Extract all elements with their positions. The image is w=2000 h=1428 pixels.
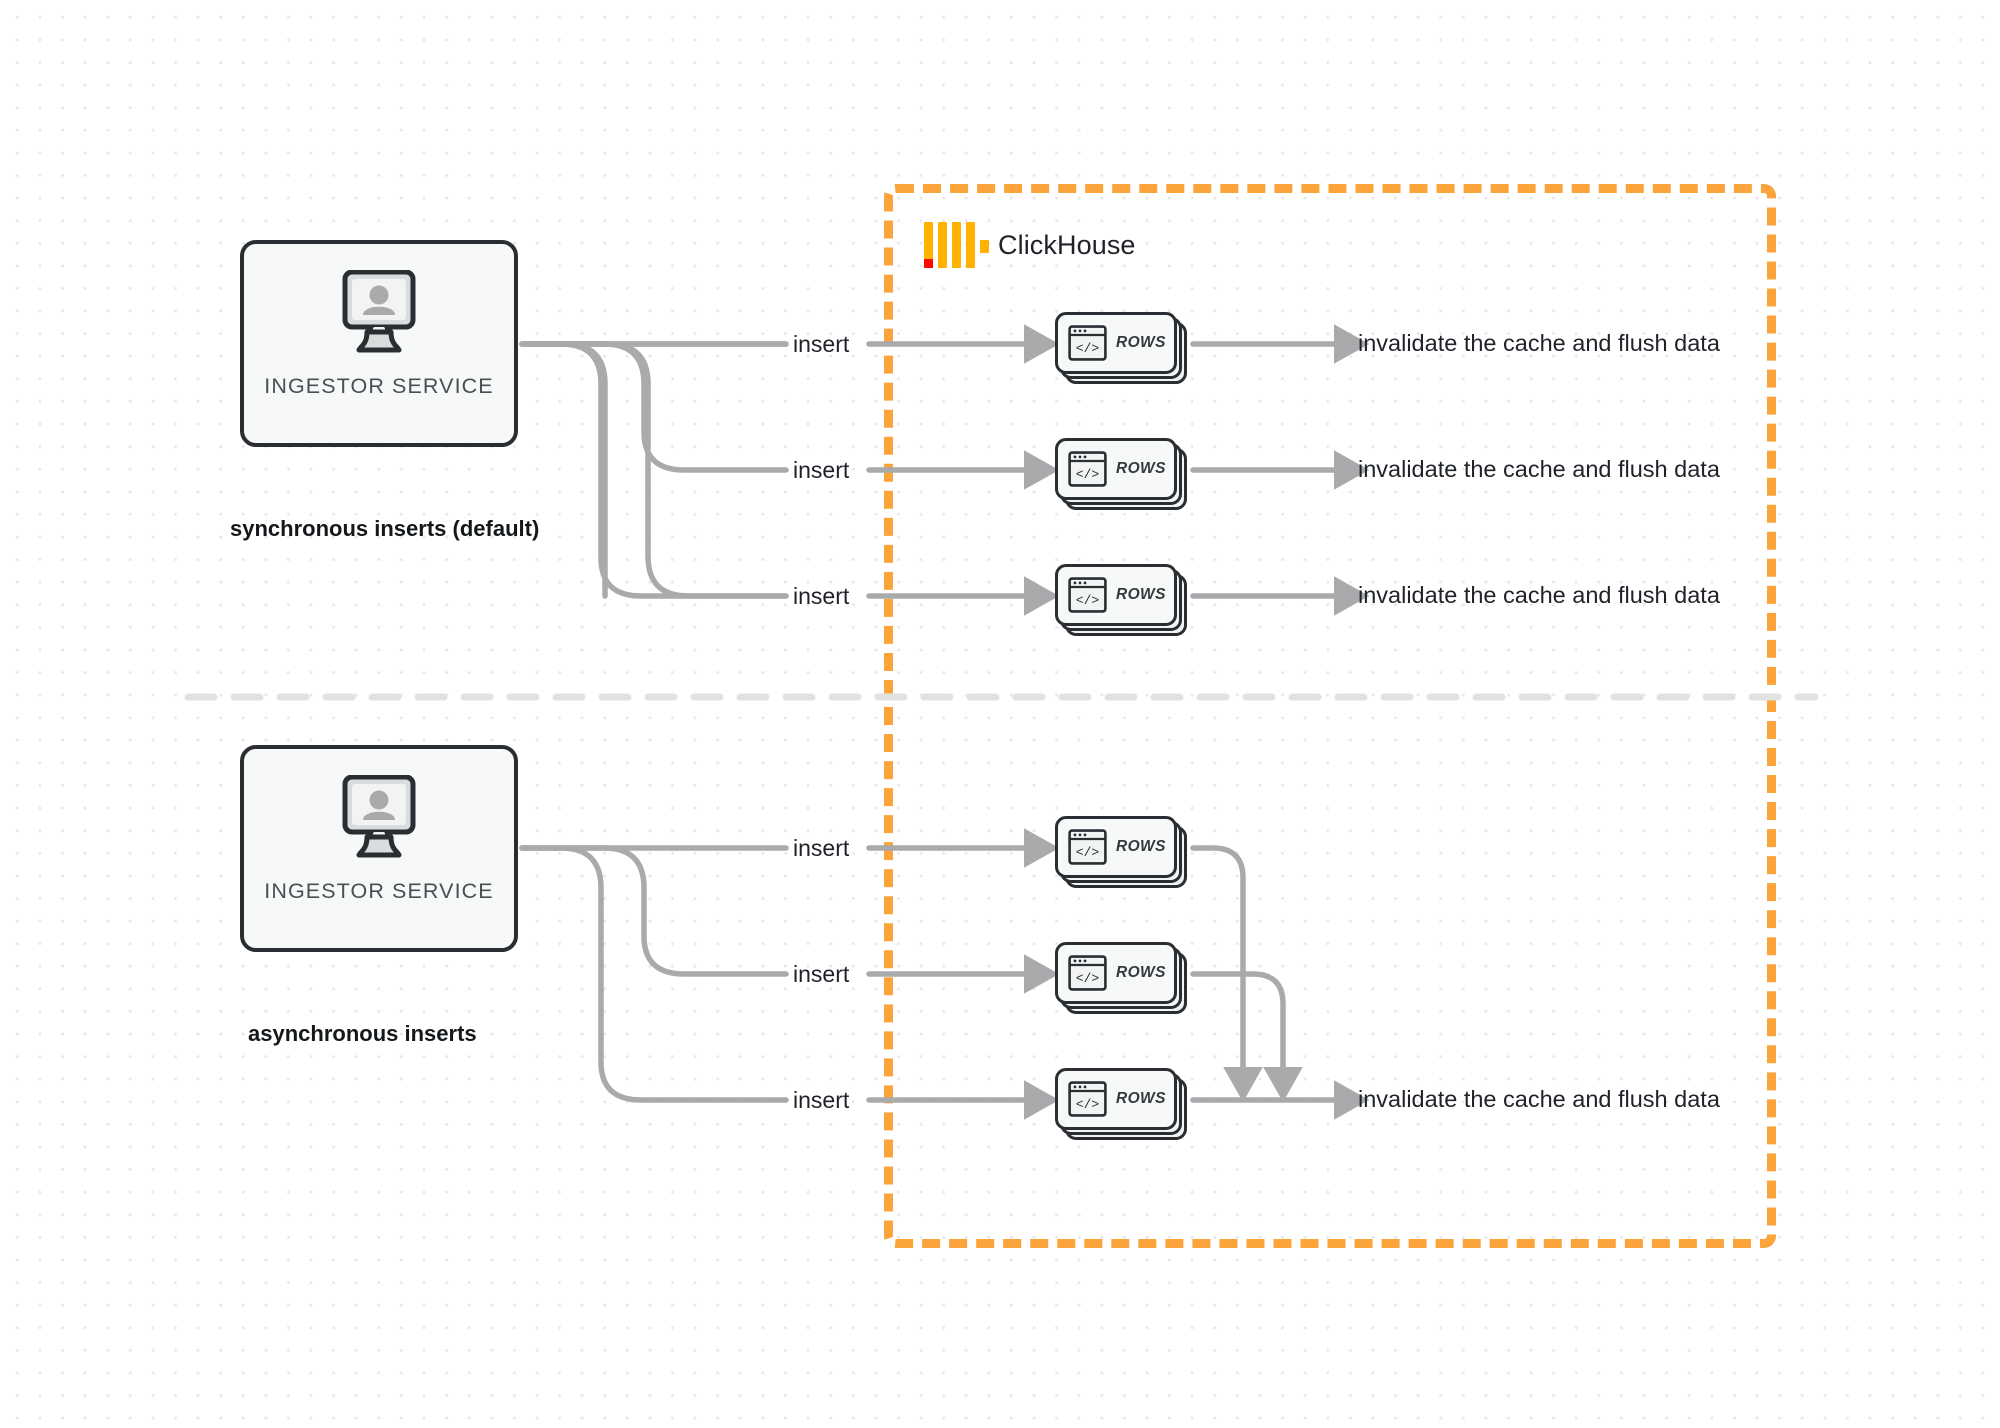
- rows-card-front: </> ROWS: [1055, 816, 1177, 878]
- rows-card-async-3[interactable]: </> ROWS: [1055, 1068, 1187, 1140]
- rows-card-sync-3[interactable]: </> ROWS: [1055, 564, 1187, 636]
- code-window-icon: </>: [1068, 1081, 1107, 1117]
- svg-text:</>: </>: [1076, 1097, 1100, 1112]
- section-caption-asynchronous: asynchronous inserts: [248, 1021, 477, 1046]
- svg-text:</>: </>: [1076, 971, 1100, 986]
- sync-branch-2: [519, 341, 789, 599]
- result-label-async: invalidate the cache and flush data: [1358, 1086, 1720, 1112]
- section-caption-synchronous: synchronous inserts (default): [230, 516, 540, 541]
- rows-card-label: ROWS: [1116, 838, 1166, 855]
- insert-label-async-3: insert: [793, 1087, 850, 1113]
- svg-text:</>: </>: [1076, 845, 1100, 860]
- sync-branch-2b: [519, 341, 789, 473]
- result-label-sync-3: invalidate the cache and flush data: [1358, 582, 1720, 608]
- async-branch-3: [519, 845, 789, 1103]
- svg-text:</>: </>: [1076, 341, 1100, 356]
- rows-card-front: </> ROWS: [1055, 942, 1177, 1004]
- insert-label-sync-2: insert: [793, 457, 850, 483]
- sync-branch-3b: [560, 344, 600, 596]
- rows-card-front: </> ROWS: [1055, 438, 1177, 500]
- rows-card-async-1[interactable]: </> ROWS: [1055, 816, 1187, 888]
- code-window-icon: </>: [1068, 829, 1107, 865]
- result-label-sync-1: invalidate the cache and flush data: [1358, 330, 1720, 356]
- insert-label-async-1: insert: [793, 835, 850, 861]
- sync-branch-3c: [519, 341, 789, 599]
- rows-card-label: ROWS: [1116, 334, 1166, 351]
- ingestor-service-label: INGESTOR SERVICE: [264, 879, 494, 903]
- insert-label-sync-3: insert: [793, 583, 850, 609]
- code-window-icon: </>: [1068, 451, 1107, 487]
- clickhouse-boundary: [884, 184, 1776, 1248]
- rows-card-label: ROWS: [1116, 586, 1166, 603]
- monitor-user-icon: [327, 269, 431, 358]
- result-label-sync-2: invalidate the cache and flush data: [1358, 456, 1720, 482]
- rows-card-sync-2[interactable]: </> ROWS: [1055, 438, 1187, 510]
- rows-card-front: </> ROWS: [1055, 312, 1177, 374]
- rows-card-front: </> ROWS: [1055, 564, 1177, 626]
- rows-card-sync-1[interactable]: </> ROWS: [1055, 312, 1187, 384]
- ingestor-service-label: INGESTOR SERVICE: [264, 374, 494, 398]
- code-window-icon: </>: [1068, 325, 1107, 361]
- rows-card-label: ROWS: [1116, 460, 1166, 477]
- rows-card-front: </> ROWS: [1055, 1068, 1177, 1130]
- sync-branch-3a: [519, 341, 608, 599]
- rows-card-label: ROWS: [1116, 1090, 1166, 1107]
- code-window-icon: </>: [1068, 955, 1107, 991]
- sidebar-item-ingestor-service-async[interactable]: INGESTOR SERVICE: [240, 745, 518, 952]
- svg-text:</>: </>: [1076, 593, 1100, 608]
- clickhouse-logo: [924, 222, 989, 268]
- insert-label-async-2: insert: [793, 961, 850, 987]
- insert-label-sync-1: insert: [793, 331, 850, 357]
- rows-card-label: ROWS: [1116, 964, 1166, 981]
- monitor-user-icon: [327, 774, 431, 863]
- code-window-icon: </>: [1068, 577, 1107, 613]
- rows-card-async-2[interactable]: </> ROWS: [1055, 942, 1187, 1014]
- sidebar-item-ingestor-service-sync[interactable]: INGESTOR SERVICE: [240, 240, 518, 447]
- async-branch-2: [519, 845, 789, 977]
- svg-text:</>: </>: [1076, 467, 1100, 482]
- clickhouse-title: ClickHouse: [998, 229, 1136, 260]
- clickhouse-header: ClickHouse: [924, 222, 1136, 268]
